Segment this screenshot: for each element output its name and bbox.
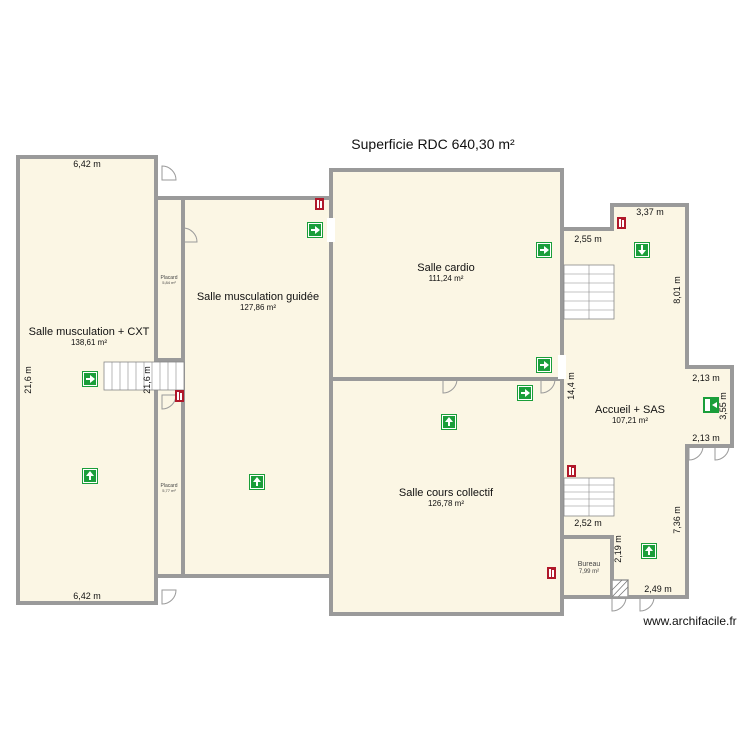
room-area: 5,84 m² bbox=[162, 280, 176, 285]
room-area: 138,61 m² bbox=[71, 338, 107, 347]
dimension-label: 2,19 m bbox=[613, 535, 623, 563]
room-name: Placard bbox=[161, 483, 178, 489]
exit-arrow-right-icon bbox=[306, 221, 324, 239]
door-arc bbox=[540, 378, 556, 394]
door-arc bbox=[161, 165, 177, 181]
fire-extinguisher-icon bbox=[567, 465, 576, 477]
shaft-hatching bbox=[611, 579, 629, 598]
room-musculation-guidee bbox=[181, 196, 333, 578]
room-area: 107,21 m² bbox=[612, 416, 648, 425]
room-name: Salle cours collectif bbox=[399, 487, 494, 499]
exit-arrow-right-icon bbox=[81, 370, 99, 388]
room-area: 5,77 m² bbox=[162, 488, 176, 493]
opening bbox=[327, 218, 335, 242]
stairs-left bbox=[103, 361, 185, 391]
dimension-label: 2,13 m bbox=[692, 373, 720, 383]
dimension-label: 7,36 m bbox=[672, 506, 682, 534]
room-name: Bureau bbox=[578, 561, 601, 568]
room-area: 111,24 m² bbox=[429, 274, 464, 283]
dimension-label: 2,55 m bbox=[574, 234, 602, 244]
opening bbox=[558, 355, 566, 379]
exit-arrow-down-icon bbox=[633, 241, 651, 259]
stairs-accueil-top bbox=[563, 264, 615, 320]
dimension-label: 2,13 m bbox=[692, 433, 720, 443]
dimension-label: 8,01 m bbox=[672, 276, 682, 304]
emergency-exit-icon bbox=[703, 397, 719, 413]
room-area: 126,78 m² bbox=[428, 499, 464, 508]
dimension-label: 14,4 m bbox=[566, 372, 576, 400]
room-bureau bbox=[560, 535, 614, 599]
room-placard-top bbox=[154, 196, 185, 362]
fire-extinguisher-icon bbox=[175, 390, 184, 402]
dimension-label: 3,37 m bbox=[636, 207, 664, 217]
dimension-label: 2,49 m bbox=[644, 584, 672, 594]
fire-extinguisher-icon bbox=[315, 198, 324, 210]
room-name: Accueil + SAS bbox=[595, 404, 665, 416]
door-double-arc bbox=[688, 445, 730, 461]
exit-arrow-up-icon bbox=[440, 413, 458, 431]
door-arc bbox=[161, 589, 177, 605]
room-cardio bbox=[329, 168, 564, 381]
door-arc bbox=[639, 596, 655, 612]
stairs-accueil-bottom bbox=[563, 477, 615, 517]
dimension-label: 2,52 m bbox=[574, 518, 602, 528]
room-area: 127,86 m² bbox=[240, 303, 276, 312]
exit-arrow-right-icon bbox=[535, 241, 553, 259]
exit-arrow-right-icon bbox=[535, 356, 553, 374]
room-name: Salle musculation guidée bbox=[197, 291, 319, 303]
exit-arrow-up-icon bbox=[81, 467, 99, 485]
room-placard-bottom bbox=[154, 384, 185, 578]
exit-arrow-up-icon bbox=[640, 542, 658, 560]
door-arc bbox=[442, 378, 458, 394]
room-name: Placard bbox=[161, 275, 178, 281]
exit-arrow-up-icon bbox=[248, 473, 266, 491]
dimension-label: 21,6 m bbox=[142, 366, 152, 394]
room-name: Salle cardio bbox=[417, 262, 474, 274]
dimension-label: 6,42 m bbox=[73, 159, 101, 169]
dimension-label: 21,6 m bbox=[23, 366, 33, 394]
fire-extinguisher-icon bbox=[547, 567, 556, 579]
room-name: Salle musculation + CXT bbox=[29, 326, 150, 338]
room-area: 7,99 m² bbox=[579, 569, 599, 575]
exit-arrow-right-icon bbox=[516, 384, 534, 402]
dimension-label: 3,55 m bbox=[718, 392, 728, 420]
door-arc bbox=[182, 227, 198, 243]
fire-extinguisher-icon bbox=[617, 217, 626, 229]
plan-title: Superficie RDC 640,30 m² bbox=[351, 136, 515, 152]
dimension-label: 6,42 m bbox=[73, 591, 101, 601]
watermark-link[interactable]: www.archifacile.fr bbox=[642, 614, 736, 628]
door-arc bbox=[611, 596, 627, 612]
